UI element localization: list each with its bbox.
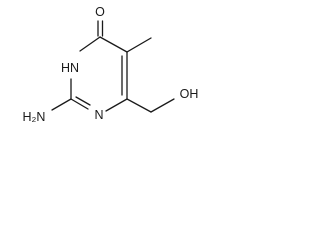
bond-c4-n3 [79,36,101,52]
bond-c2-n1-b [75,96,91,106]
nh-label: HN [61,61,79,75]
molecule-structure: O HN N H₂N OH [23,5,199,124]
hydroxyl-label: OH [180,87,199,101]
bond-n1-c6 [105,98,128,112]
n-label: N [94,108,103,122]
bond-c5-methyl [126,37,152,53]
bond-ch2-oh [150,98,175,113]
nh2-label: H₂N [23,110,46,124]
oxygen-label: O [95,5,105,19]
bond-c5-c4 [99,36,128,53]
bond-c6-ch2 [126,98,152,113]
bond-c2-n1-a [70,98,89,110]
bond-c2-nh2 [51,98,72,111]
